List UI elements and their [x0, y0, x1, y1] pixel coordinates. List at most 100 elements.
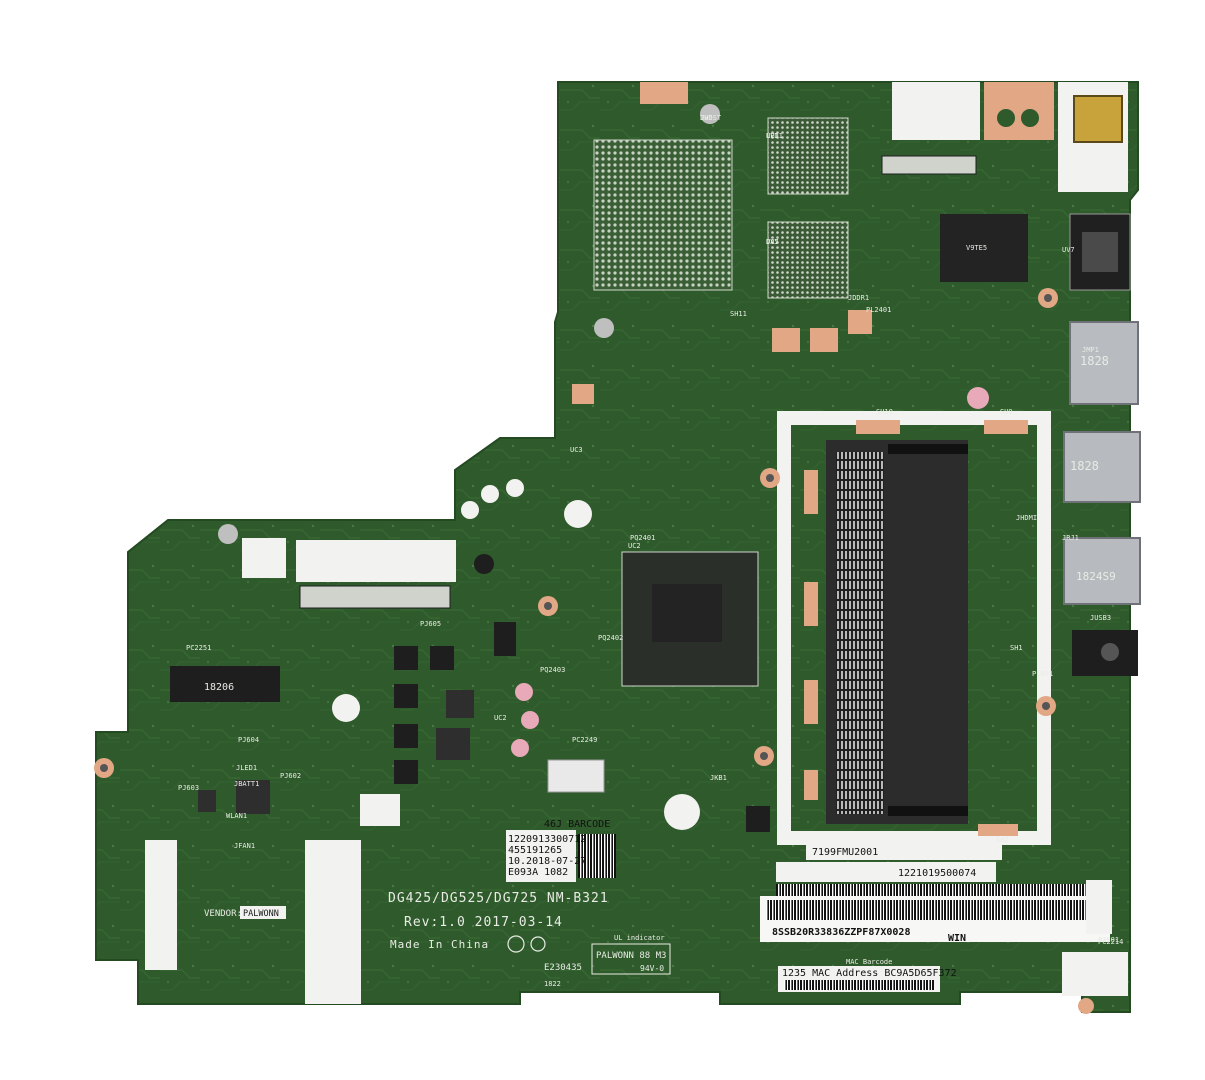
silk-ref-label: PL2401: [866, 306, 891, 314]
silk-ref-label: JKB1: [710, 774, 727, 782]
wlan-slot-label: 18206: [204, 682, 234, 693]
silk-ref-label: JBATT1: [234, 780, 259, 788]
barcode-46j-title: 46J BARCODE: [544, 819, 610, 830]
silk-ref-label: PC2249: [572, 736, 597, 744]
sticker-second-code: [776, 862, 996, 882]
silk-ref-label: JMP1: [1082, 346, 1099, 354]
board-date-code: E230435: [544, 963, 582, 973]
ddr-slot-latch-bottom: [888, 806, 968, 816]
ddr-slot-pins: [836, 452, 884, 814]
barcode-46j-line-3: 10.2018-07-27: [508, 856, 586, 867]
apu-ref: UC2: [628, 542, 641, 550]
barcode-46j-line-1: 1220913300712: [508, 834, 586, 845]
silk-ref-label: UV7: [1062, 246, 1075, 254]
ul-indicator-label: UL indicator: [614, 934, 665, 942]
silk-ref-label: SH10: [876, 408, 893, 416]
hdmi-port-label: 1828: [1080, 354, 1109, 368]
silk-ref-label: PJ602: [280, 772, 301, 780]
silk-ref-label: PJ605: [420, 620, 441, 628]
hdmi-port: [1069, 321, 1139, 405]
board-origin: Made In China: [390, 938, 489, 951]
white-zone: [1086, 880, 1112, 934]
vendor-box: [240, 906, 286, 919]
lan-chip-label: V9TE5: [966, 244, 987, 252]
mount-hole: [997, 109, 1015, 127]
mac-barcode-bars: [784, 980, 934, 990]
silk-ref-label: JFAN1: [234, 842, 255, 850]
silk-ref-label: PQ2401: [630, 534, 655, 542]
copper-pad-top-right: [984, 82, 1054, 140]
audio-jack-hole: [1101, 643, 1119, 661]
usb-port-2-label: 1824S9: [1076, 570, 1116, 583]
silk-ref-label: PQ2403: [540, 666, 565, 674]
white-zone: [145, 840, 177, 970]
silk-ref-label: UC3: [570, 446, 583, 454]
ddr-slot-outline: [777, 411, 1051, 845]
barcode-sticker-46j-bg: [506, 830, 576, 882]
silk-ref-label: PJ604: [238, 736, 259, 744]
silk-ref-label: PC2214: [1098, 938, 1123, 946]
silk-ref-label: PL601: [1032, 670, 1053, 678]
bga-footprint-ram-2: [767, 221, 849, 299]
silk-ref-label: PQ2402: [598, 634, 623, 642]
flammability-rating: 94V-0: [640, 964, 664, 973]
silk-ref-label: JRJ1: [1062, 534, 1079, 542]
barcode-46j-bars: [578, 834, 616, 878]
e1-mark-icon: [530, 936, 546, 952]
copper-test-pads: [572, 310, 1028, 836]
usb-port-1-label: 1828: [1070, 459, 1099, 473]
power-jack: [1073, 95, 1123, 143]
lan-chip: [940, 214, 1028, 282]
copper-pad-top: [640, 82, 688, 104]
serial-number: 8SSB20R33836ZZPF87X0028: [772, 927, 910, 938]
vendor-label: VENDOR:: [204, 909, 242, 919]
sticker-top-code-2: 1221019500074: [898, 868, 976, 879]
silk-ref-label: PJ603: [178, 784, 199, 792]
white-zone: [305, 840, 361, 1004]
mac-address-text: 1235 MAC Address BC9A5D65F372: [782, 968, 957, 979]
silk-ref-label: UC2: [494, 714, 507, 722]
barcode-46j-line-2: 455191265: [508, 845, 562, 856]
silk-ref-label: UV5: [766, 238, 779, 246]
white-zone: [1062, 952, 1128, 996]
white-zone: [242, 538, 286, 578]
silk-ref-label: JUSB3: [1090, 614, 1111, 622]
board-model-line: DG425/DG525/DG725 NM-B321: [388, 891, 609, 906]
white-zone: [296, 540, 456, 582]
sticker-barcode-strip: [776, 884, 1106, 896]
silk-ref-label: JDDR1: [848, 294, 869, 302]
silk-ref-label: JLED1: [236, 764, 257, 772]
serial-suffix: WIN: [948, 933, 966, 944]
silk-ref-label: JHDST: [700, 114, 722, 122]
white-zone: [892, 82, 980, 140]
silk-ref-label: SH11: [730, 310, 747, 318]
silk-ref-label: WLAN1: [226, 812, 247, 820]
usb-port-1: [1063, 431, 1141, 503]
bga-footprint-main: [593, 139, 733, 291]
silk-ref-label: UV6: [700, 114, 713, 122]
barcode-46j-line-4: E093A 1082: [508, 867, 568, 878]
serial-sticker-barcode: [766, 900, 1102, 920]
white-zone: [360, 794, 400, 826]
silk-ref-label: JHDMI: [1016, 514, 1037, 522]
sticker-top-code-1: 7199FMU2001: [812, 847, 878, 858]
apu-die: [652, 584, 722, 642]
mounting-holes: [94, 104, 1094, 1014]
ddr-slot-latch: [888, 444, 968, 454]
silk-ref-label: SH1: [1010, 644, 1023, 652]
silk-ref-label: PJ601: [1098, 936, 1119, 944]
board-revision: Rev:1.0 2017-03-14: [404, 915, 563, 930]
silk-ref-label: LED1: [766, 132, 783, 140]
capacitors: [474, 387, 989, 757]
wlan-slot: [170, 666, 280, 702]
silk-ref-label: UV1: [766, 132, 779, 140]
bga-footprint-ram-1: [767, 117, 849, 195]
silk-ref-label: SH2: [996, 836, 1009, 844]
board-small-code: 1822: [544, 980, 561, 988]
vendor-value: PALWONN: [243, 909, 279, 919]
usb-port-2: [1063, 537, 1141, 605]
mount-hole: [1021, 109, 1039, 127]
silk-ref-label: SH9: [1000, 408, 1013, 416]
